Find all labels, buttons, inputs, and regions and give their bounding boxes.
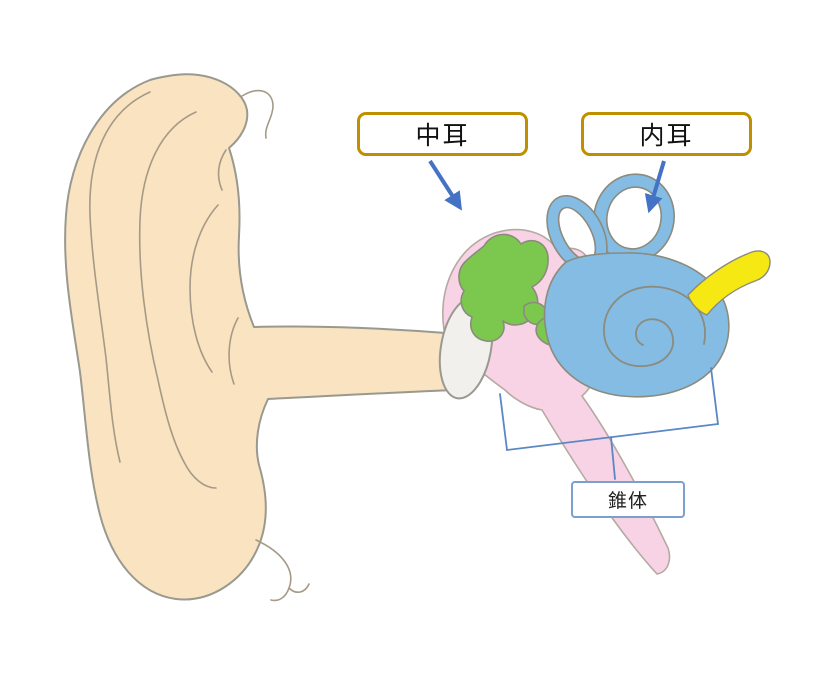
pinna-detail-lines bbox=[89, 91, 239, 489]
inner-ear-arrow bbox=[644, 160, 666, 214]
pyramid-bracket bbox=[499, 367, 720, 480]
cochlea-body bbox=[543, 252, 730, 398]
top-curl-line bbox=[241, 89, 274, 139]
middle-ear-label: 中耳 bbox=[415, 121, 470, 150]
pyramid-label: 錐体 bbox=[607, 490, 648, 512]
nerve-band bbox=[687, 250, 771, 316]
earlobe-curl-line bbox=[255, 539, 310, 602]
cochlea-spiral-line bbox=[603, 285, 706, 367]
inner-ear-callout: 内耳 bbox=[581, 112, 752, 156]
middle-ear-callout: 中耳 bbox=[357, 112, 528, 156]
inner-ear-label: 内耳 bbox=[639, 121, 694, 150]
inner-ear-group bbox=[543, 173, 730, 398]
pinna-and-canal-shape bbox=[64, 73, 460, 601]
outer-ear-group bbox=[64, 73, 460, 602]
middle-ear-arrow bbox=[428, 159, 462, 211]
pyramid-callout: 錐体 bbox=[571, 481, 685, 518]
